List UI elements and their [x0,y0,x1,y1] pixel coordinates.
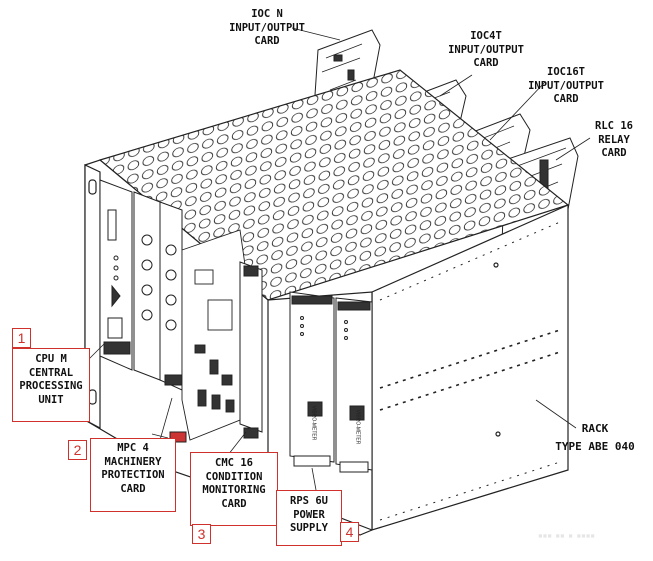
rack-side-panel [371,204,569,531]
power-supply-module [289,291,373,473]
rack-label: RACK TYPE ABE 040 [555,422,635,453]
callout-power-text: RPS 6U POWER SUPPLY [290,495,328,534]
card-label-ioc16t: IOC16T INPUT/OUTPUT CARD [528,66,604,105]
cpu-module [99,179,133,371]
callout-number-1: 1 [12,328,31,348]
card-label-ioc4t: IOC4T INPUT/OUTPUT CARD [448,30,524,69]
card-label-iocn: IOC N INPUT/OUTPUT CARD [229,8,305,47]
callout-number-3: 3 [192,524,211,544]
cmc-module [239,261,263,439]
callout-power [276,490,342,546]
callout-cmc-text: CMC 16 CONDITION MONITORING CARD [202,457,266,510]
callout-mpc [90,438,176,512]
top-leaders [291,27,591,161]
circuit-board [181,229,251,441]
mpc-module [133,191,187,443]
watermark: ▪▪▪ ▪▪ ▪ ▪▪▪▪ [538,528,595,543]
callout-mpc-text: MPC 4 MACHINERY PROTECTION CARD [101,442,165,495]
callout-cpu [12,348,90,422]
module-brand-right: VIBRO-METER [354,409,361,445]
rack-leader [535,399,577,429]
module-brand-left: VIBRO-METER [310,405,317,441]
card-label-rlc16: RLC 16 RELAY CARD [595,120,633,159]
callout-cmc [190,452,278,526]
callout-number-4: 4 [340,522,359,542]
callout-number-2: 2 [68,440,87,460]
callout-leaders [87,343,317,491]
callout-cpu-text: CPU M CENTRAL PROCESSING UNIT [19,353,83,406]
